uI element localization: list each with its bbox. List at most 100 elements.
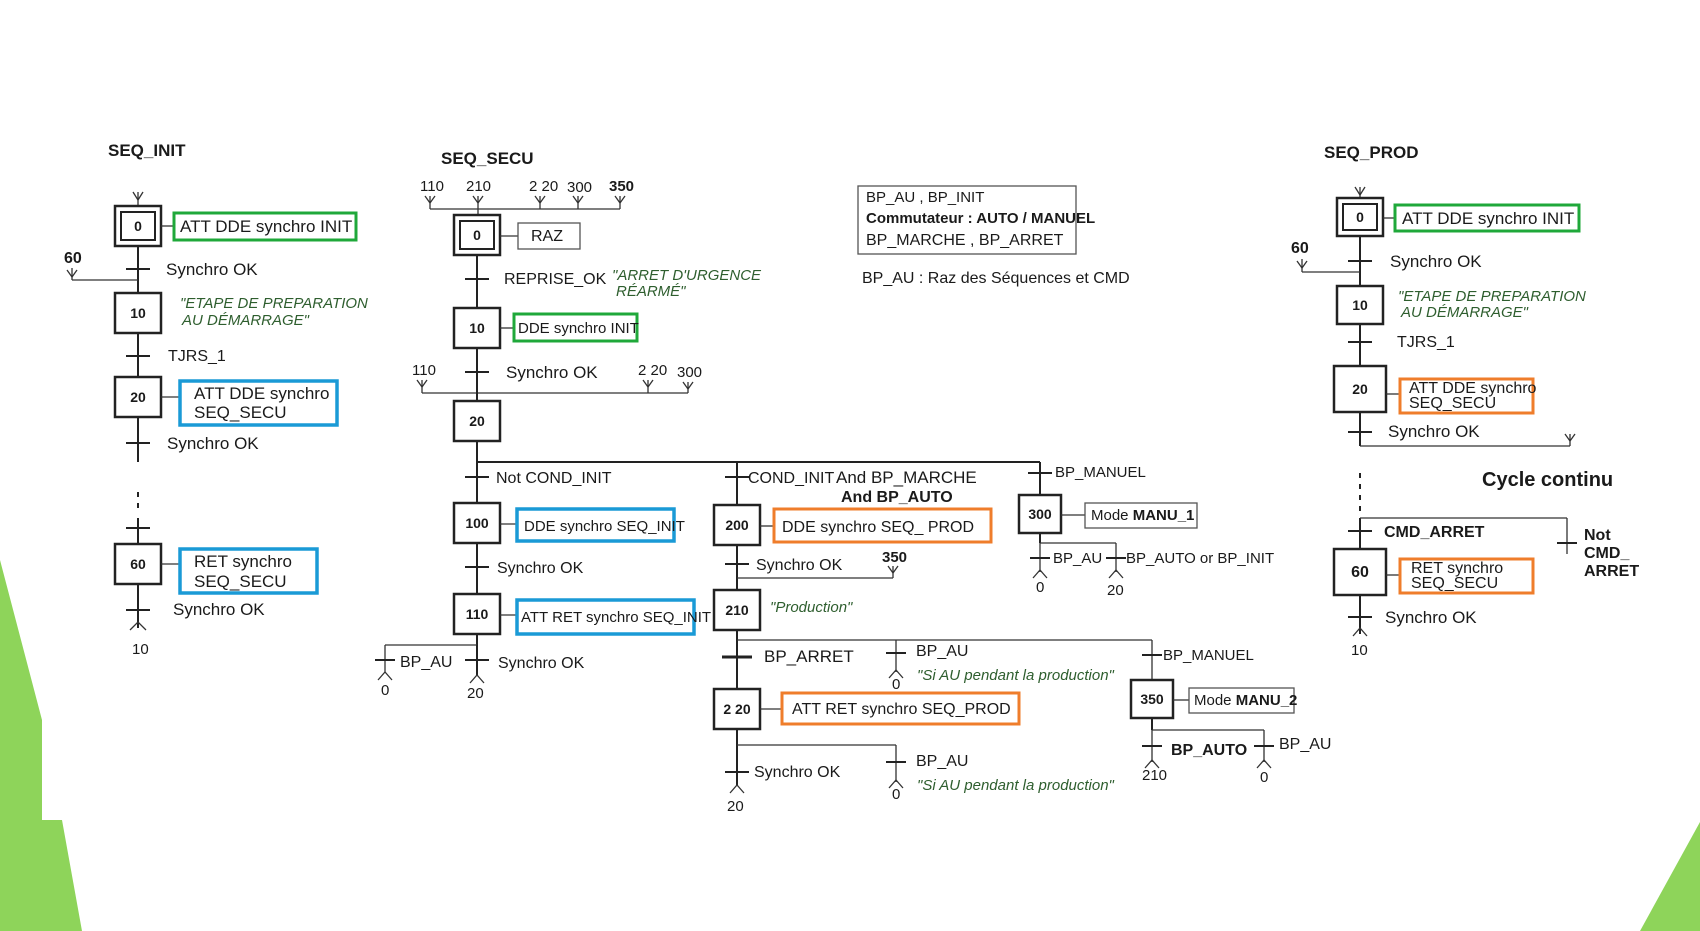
svg-text:20: 20 bbox=[467, 685, 484, 702]
prod-t60-label: Synchro OK bbox=[1385, 608, 1477, 627]
svg-text:0: 0 bbox=[892, 676, 900, 693]
svg-text:Commutateur : AUTO / MANUEL: Commutateur : AUTO / MANUEL bbox=[866, 210, 1095, 227]
secu-t10-label: Synchro OK bbox=[506, 363, 598, 382]
secu-step-200-action bbox=[772, 507, 993, 544]
secu-step-220-action bbox=[780, 691, 1021, 726]
seq-secu: SEQ_SECU 110 210 2 20 300 350 0 RAZ REPR… bbox=[375, 149, 1331, 815]
svg-text:Mode MANU_2: Mode MANU_2 bbox=[1194, 692, 1297, 709]
init-t10-label: TJRS_1 bbox=[168, 348, 226, 365]
svg-text:200: 200 bbox=[725, 517, 749, 533]
svg-text:ATT DDE synchro: ATT DDE synchro bbox=[194, 384, 329, 403]
svg-text:20: 20 bbox=[1352, 381, 1368, 397]
svg-text:RET synchro: RET synchro bbox=[1411, 560, 1503, 577]
svg-text:2 20: 2 20 bbox=[529, 178, 558, 195]
svg-text:BP_AU: BP_AU bbox=[916, 643, 968, 660]
svg-text:AU DÉMARRAGE": AU DÉMARRAGE" bbox=[1400, 304, 1529, 321]
secu-step-10-action bbox=[512, 312, 639, 343]
secu-step-20 bbox=[452, 399, 502, 443]
svg-text:10: 10 bbox=[469, 320, 485, 336]
prod-step-0-action bbox=[1393, 203, 1581, 233]
secu-step-300-action bbox=[1084, 502, 1198, 529]
seq-prod: SEQ_PROD 0 ATT DDE synchro INIT 60 Synch… bbox=[1291, 143, 1639, 659]
svg-text:RÉARMÉ": RÉARMÉ" bbox=[616, 283, 686, 300]
svg-text:350: 350 bbox=[609, 178, 634, 195]
init-step-0-action bbox=[172, 211, 358, 242]
svg-text:AU DÉMARRAGE": AU DÉMARRAGE" bbox=[181, 312, 310, 329]
svg-text:20: 20 bbox=[469, 413, 485, 429]
secu-t110-au: BP_AU bbox=[400, 654, 452, 671]
svg-text:20: 20 bbox=[130, 389, 146, 405]
secu-t200-label: Synchro OK bbox=[756, 557, 843, 574]
svg-text:BP_MARCHE , BP_ARRET: BP_MARCHE , BP_ARRET bbox=[866, 232, 1064, 249]
init-t20-label: Synchro OK bbox=[167, 434, 259, 453]
svg-text:0: 0 bbox=[1036, 579, 1044, 596]
svg-text:20: 20 bbox=[727, 798, 744, 815]
secu-t300-au: BP_AU bbox=[1053, 550, 1102, 567]
svg-text:0: 0 bbox=[473, 227, 481, 243]
prod-step-20 bbox=[1332, 364, 1388, 414]
seq-init-title: SEQ_INIT bbox=[108, 141, 186, 160]
prod-t-cmd-arret: CMD_ARRET bbox=[1384, 524, 1485, 541]
decor-right-shape bbox=[1640, 822, 1700, 931]
svg-text:10: 10 bbox=[130, 305, 146, 321]
secu-t210-arret: BP_ARRET bbox=[764, 647, 854, 666]
init-step-60-action bbox=[178, 547, 319, 595]
svg-text:2 20: 2 20 bbox=[723, 701, 750, 717]
seq-secu-title: SEQ_SECU bbox=[441, 149, 534, 168]
svg-text:"Si AU pendant la production": "Si AU pendant la production" bbox=[917, 777, 1115, 794]
prod-t10-label: TJRS_1 bbox=[1397, 334, 1455, 351]
svg-text:"ETAPE DE PREPARATION: "ETAPE DE PREPARATION bbox=[180, 295, 368, 312]
svg-text:60: 60 bbox=[1351, 564, 1369, 581]
svg-text:SEQ_SECU: SEQ_SECU bbox=[194, 572, 287, 591]
secu-step-350-action bbox=[1188, 687, 1295, 714]
svg-text:210: 210 bbox=[466, 178, 491, 195]
legend-note: BP_AU : Raz des Séquences et CMD bbox=[862, 270, 1130, 287]
svg-text:RAZ: RAZ bbox=[531, 228, 563, 245]
svg-text:10: 10 bbox=[1352, 297, 1368, 313]
svg-text:"ARRET D'URGENCE: "ARRET D'URGENCE bbox=[612, 267, 762, 284]
prod-step-60-action bbox=[1398, 557, 1535, 595]
secu-branch-cond-init: COND_INIT bbox=[748, 470, 834, 487]
prod-jump-60: 60 bbox=[1291, 240, 1309, 257]
svg-text:210: 210 bbox=[725, 602, 749, 618]
prod-step-20-action bbox=[1398, 377, 1535, 415]
seq-init: SEQ_INIT 0 ATT DDE synchro INIT 60 Synch… bbox=[64, 141, 368, 658]
svg-text:110: 110 bbox=[466, 606, 489, 622]
svg-text:BP_AU , BP_INIT: BP_AU , BP_INIT bbox=[866, 189, 984, 206]
svg-text:And BP_MARCHE: And BP_MARCHE bbox=[836, 468, 977, 487]
svg-text:ATT RET synchro SEQ_PROD: ATT RET synchro SEQ_PROD bbox=[792, 701, 1011, 718]
secu-step-110-action bbox=[515, 598, 696, 636]
svg-text:0: 0 bbox=[1260, 769, 1268, 786]
legend-box bbox=[857, 185, 1077, 255]
secu-t350-auto: BP_AUTO bbox=[1171, 742, 1247, 759]
init-to-10: 10 bbox=[132, 641, 149, 658]
svg-text:300: 300 bbox=[677, 364, 702, 381]
init-t60-label: Synchro OK bbox=[173, 600, 265, 619]
init-step-20-action bbox=[178, 379, 339, 427]
svg-text:350: 350 bbox=[1140, 691, 1164, 707]
init-jump-60: 60 bbox=[64, 250, 82, 267]
prod-t-not-cmd-arret: Not bbox=[1584, 527, 1611, 544]
svg-text:"ETAPE DE PREPARATION: "ETAPE DE PREPARATION bbox=[1398, 288, 1586, 305]
prod-step-10 bbox=[1335, 284, 1385, 326]
secu-t220-ok: Synchro OK bbox=[754, 764, 841, 781]
secu-t210-manuel: BP_MANUEL bbox=[1163, 647, 1254, 664]
decor-left-shape bbox=[0, 560, 82, 931]
prod-t0-label: Synchro OK bbox=[1390, 252, 1482, 271]
svg-text:300: 300 bbox=[567, 179, 592, 196]
svg-text:0: 0 bbox=[892, 786, 900, 803]
svg-text:SEQ_SECU: SEQ_SECU bbox=[194, 403, 287, 422]
secu-branch-bp-manuel: BP_MANUEL bbox=[1055, 464, 1146, 481]
svg-text:DDE synchro SEQ_ PROD: DDE synchro SEQ_ PROD bbox=[782, 519, 974, 536]
svg-text:ARRET: ARRET bbox=[1584, 563, 1639, 580]
svg-text:210: 210 bbox=[1142, 767, 1167, 784]
secu-t110-ok: Synchro OK bbox=[498, 655, 585, 672]
svg-text:0: 0 bbox=[1356, 209, 1364, 225]
svg-text:ATT DDE synchro INIT: ATT DDE synchro INIT bbox=[1402, 209, 1574, 228]
prod-cycle-continu: Cycle continu bbox=[1482, 469, 1613, 491]
svg-text:And BP_AUTO: And BP_AUTO bbox=[841, 489, 953, 506]
secu-t350-au: BP_AU bbox=[1279, 736, 1331, 753]
secu-branch-not-cond-init: Not COND_INIT bbox=[496, 470, 612, 487]
secu-t0-label: REPRISE_OK bbox=[504, 271, 607, 288]
